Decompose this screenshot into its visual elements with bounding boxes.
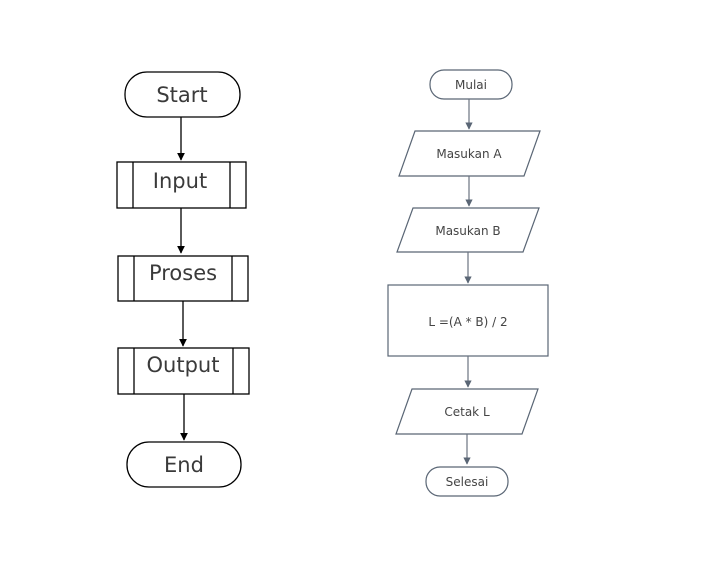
right-output: Cetak L <box>395 388 539 435</box>
right-input-b-label: Masukan B <box>435 224 500 238</box>
left-end-terminator: End <box>126 441 242 488</box>
right-flowchart: Mulai Masukan A Masukan B L =(A * B) / 2… <box>387 69 549 497</box>
right-end-label: Selesai <box>446 475 489 489</box>
left-output-box: Output <box>117 347 250 395</box>
left-input-label: Input <box>153 169 207 193</box>
right-start-label: Mulai <box>455 78 487 92</box>
right-end-terminator: Selesai <box>425 466 509 497</box>
right-process-label: L =(A * B) / 2 <box>428 315 507 329</box>
left-start-label: Start <box>156 83 207 107</box>
left-flowchart: Start Input Proses Output <box>116 71 250 488</box>
right-input-a: Masukan A <box>398 130 541 177</box>
right-output-label: Cetak L <box>444 405 490 419</box>
left-input-box: Input <box>116 161 247 209</box>
right-start-terminator: Mulai <box>429 69 513 100</box>
left-process-box: Proses <box>117 255 249 302</box>
right-input-a-label: Masukan A <box>436 147 502 161</box>
left-start-terminator: Start <box>124 71 241 118</box>
left-end-label: End <box>164 453 204 477</box>
left-output-label: Output <box>147 353 220 377</box>
right-process-box: L =(A * B) / 2 <box>387 284 549 357</box>
left-process-label: Proses <box>149 261 217 285</box>
right-input-b: Masukan B <box>396 207 540 253</box>
